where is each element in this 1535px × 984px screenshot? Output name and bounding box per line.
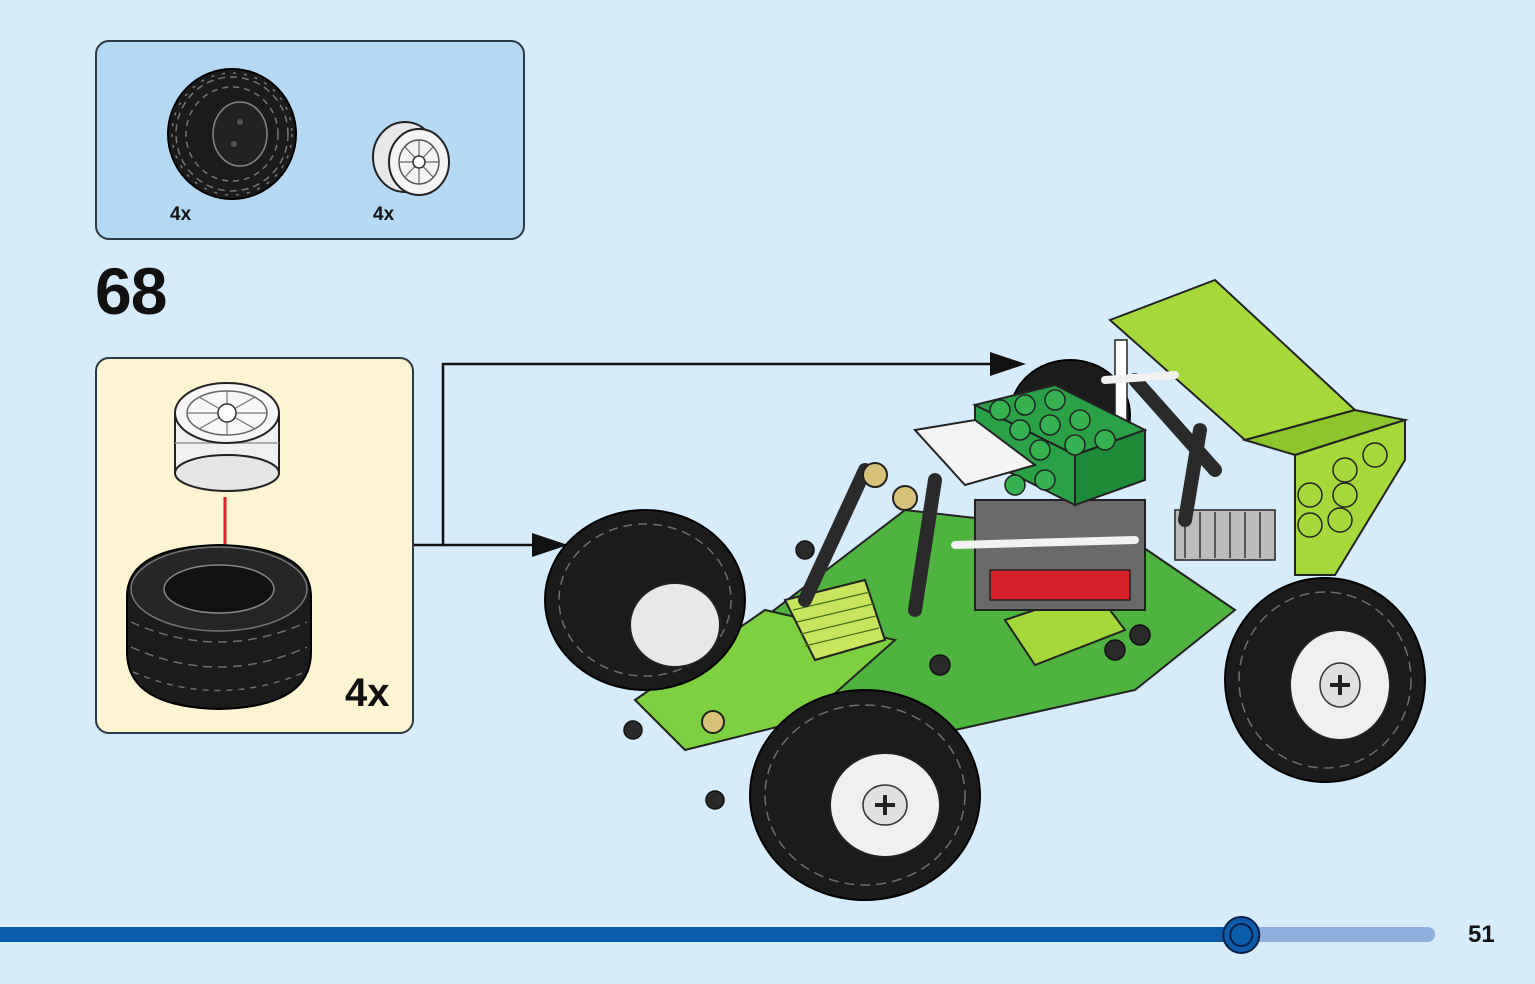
tire-quantity: 4x bbox=[170, 204, 192, 225]
progress-bar bbox=[0, 916, 1435, 954]
subassembly-quantity: 4x bbox=[345, 671, 390, 715]
subassembly-box: 4x bbox=[95, 357, 414, 734]
rim-quantity: 4x bbox=[373, 204, 395, 225]
black-offroad-tire-icon bbox=[167, 68, 297, 200]
white-wheel-rim-icon bbox=[174, 382, 280, 492]
green-buggy-model-icon bbox=[544, 278, 1426, 901]
step-number: 68 bbox=[95, 254, 167, 328]
black-offroad-tire-icon bbox=[126, 543, 312, 711]
page-number: 51 bbox=[1468, 921, 1495, 948]
parts-list-box: 4x 4x bbox=[95, 40, 525, 240]
white-wheel-rim-icon bbox=[372, 121, 450, 196]
